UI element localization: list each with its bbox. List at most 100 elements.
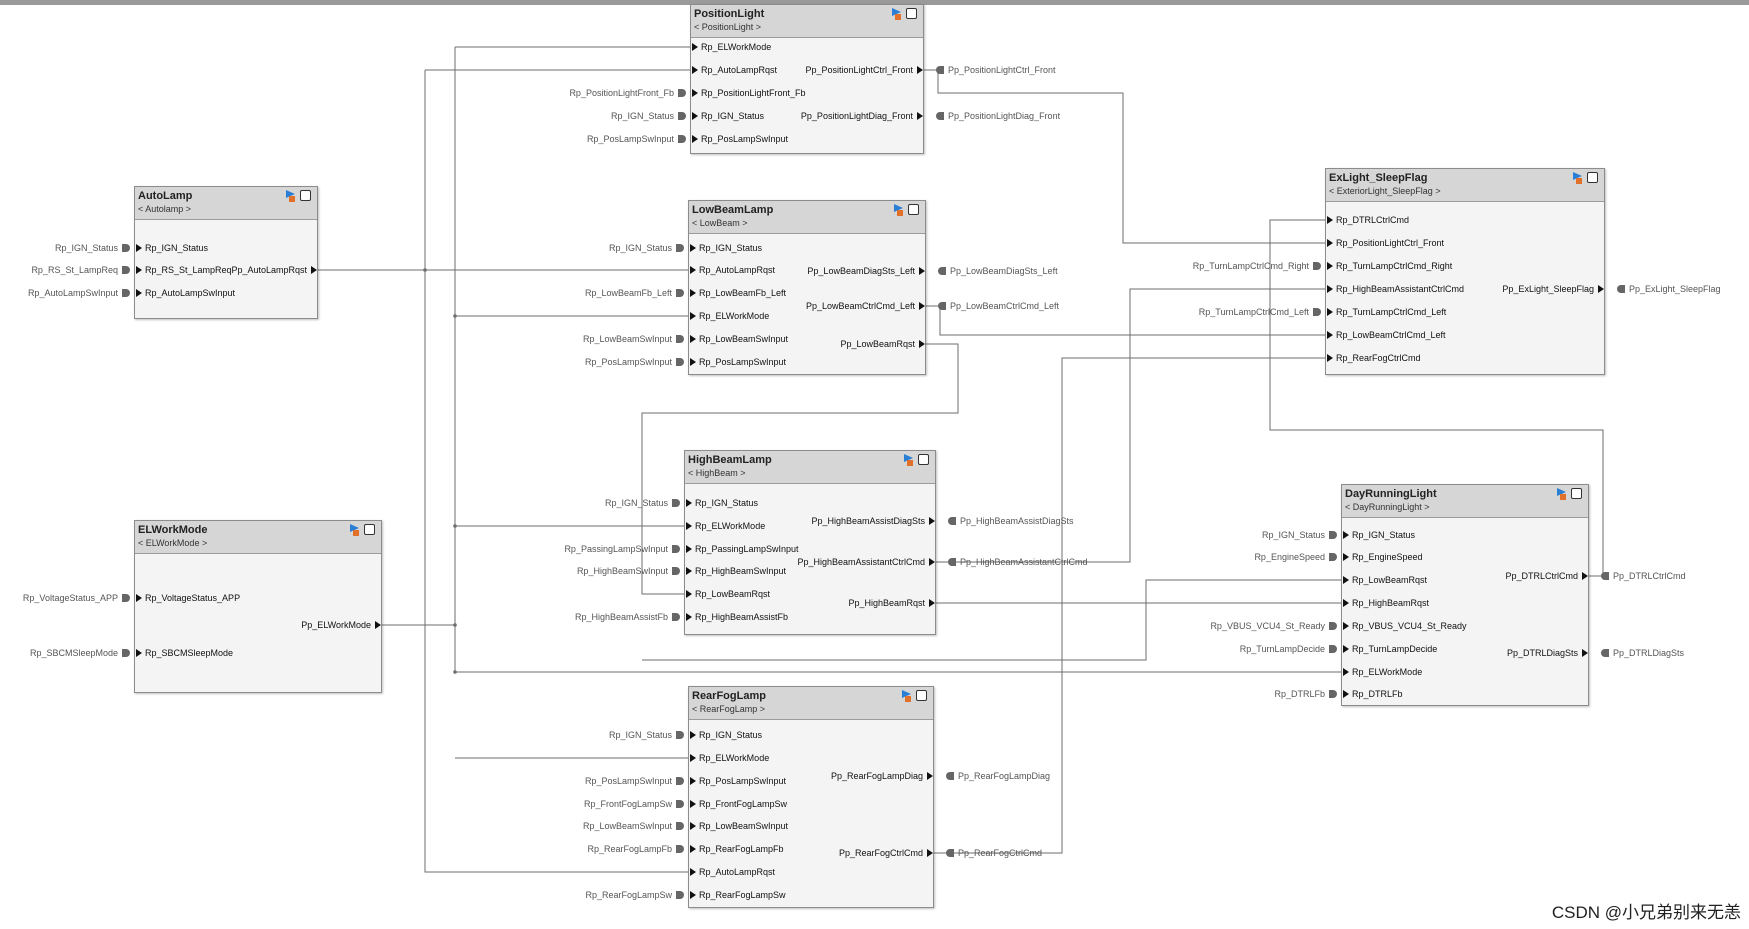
block-header: ELWorkMode< ELWorkMode > [135,521,381,554]
input-port[interactable]: Rp_AutoLampSwInput [134,287,235,299]
output-port[interactable]: Pp_PositionLightCtrl_Front [805,64,924,76]
block-subtitle: < LowBeam > [692,218,748,228]
output-port[interactable]: Pp_RearFogCtrlCmd [839,847,934,859]
open-block-icon[interactable] [300,190,311,201]
input-port[interactable]: Rp_AutoLampRqst [690,64,777,76]
input-port[interactable]: Rp_PosLampSwInput [690,133,788,145]
external-output-terminal: Pp_HighBeamAssistDiagSts [948,515,1074,527]
watermark: CSDN @小兄弟别来无恙 [1551,903,1741,922]
output-port[interactable]: Pp_AutoLampRqst [231,264,318,276]
input-port[interactable]: Rp_VoltageStatus_APP [134,592,240,604]
output-port[interactable]: Pp_HighBeamAssistDiagSts [811,515,936,527]
input-port[interactable]: Rp_HighBeamAssistantCtrlCmd [1325,283,1464,295]
block-highbeamlamp[interactable]: HighBeamLamp< HighBeam > [684,450,936,635]
connection-wire [642,579,1341,661]
input-port[interactable]: Rp_RS_St_LampReq [134,264,232,276]
input-port[interactable]: Rp_HighBeamAssistFb [684,611,788,623]
input-port[interactable]: Rp_PositionLightCtrl_Front [1325,237,1444,249]
external-output-terminal: Pp_HighBeamAssistantCtrlCmd [948,556,1088,568]
input-port[interactable]: Rp_VBUS_VCU4_St_Ready [1341,620,1467,632]
input-port[interactable]: Rp_RearFogLampSw [688,889,786,901]
input-port[interactable]: Rp_HighBeamSwInput [684,565,786,577]
block-title: AutoLamp [138,190,193,202]
input-port[interactable]: Rp_TurnLampDecide [1341,643,1437,655]
output-port[interactable]: Pp_LowBeamDiagSts_Left [807,265,926,277]
block-title: ELWorkMode [138,524,208,536]
input-port[interactable]: Rp_LowBeamSwInput [688,820,788,832]
input-port[interactable]: Rp_TurnLampCtrlCmd_Right [1325,260,1452,272]
component-type-icon [904,454,913,466]
external-input-terminal: Rp_PosLampSwInput [585,775,685,787]
component-type-icon [350,524,359,536]
input-port[interactable]: Rp_FrontFogLampSw [688,798,787,810]
input-port[interactable]: Rp_IGN_Status [688,242,762,254]
canvas-top-border [0,0,1749,5]
input-port[interactable]: Rp_IGN_Status [1341,529,1415,541]
block-positionlight[interactable]: PositionLight< PositionLight > [690,4,924,154]
input-port[interactable]: Rp_SBCMSleepMode [134,647,233,659]
input-port[interactable]: Rp_PosLampSwInput [688,356,786,368]
output-port[interactable]: Pp_ELWorkMode [301,619,382,631]
input-port[interactable]: Rp_AutoLampRqst [688,866,775,878]
open-block-icon[interactable] [1587,172,1598,183]
input-port[interactable]: Rp_EngineSpeed [1341,551,1423,563]
output-port[interactable]: Pp_PositionLightDiag_Front [801,110,924,122]
input-port[interactable]: Rp_TurnLampCtrlCmd_Left [1325,306,1446,318]
input-port[interactable]: Rp_PassingLampSwInput [684,543,799,555]
input-port[interactable]: Rp_LowBeamFb_Left [688,287,786,299]
output-port[interactable]: Pp_DTRLDiagSts [1507,647,1589,659]
input-port[interactable]: Rp_PositionLightFront_Fb [690,87,806,99]
block-exlight-sleepflag[interactable]: ExLight_SleepFlag< ExteriorLight_SleepFl… [1325,168,1605,375]
wire-junction [453,623,457,627]
input-port[interactable]: Rp_ELWorkMode [688,310,769,322]
block-lowbeamlamp[interactable]: LowBeamLamp< LowBeam > [688,200,926,375]
external-output-terminal: Pp_LowBeamCtrlCmd_Left [938,300,1059,312]
output-port[interactable]: Pp_LowBeamCtrlCmd_Left [806,300,926,312]
input-port[interactable]: Rp_DTRLFb [1341,688,1403,700]
open-block-icon[interactable] [918,454,929,465]
block-elworkmode[interactable]: ELWorkMode< ELWorkMode > [134,520,382,693]
open-block-icon[interactable] [906,8,917,19]
block-icons [894,204,922,218]
input-port[interactable]: Rp_ELWorkMode [684,520,765,532]
input-port[interactable]: Rp_PosLampSwInput [688,775,786,787]
external-input-terminal: Rp_TurnLampCtrlCmd_Right [1193,260,1322,272]
block-subtitle: < ExteriorLight_SleepFlag > [1329,186,1441,196]
block-title: DayRunningLight [1345,488,1437,500]
block-title: PositionLight [694,8,765,20]
block-dayrunninglight[interactable]: DayRunningLight< DayRunningLight > [1341,484,1589,706]
input-port[interactable]: Rp_LowBeamCtrlCmd_Left [1325,329,1446,341]
block-title: HighBeamLamp [688,454,772,466]
input-port[interactable]: Rp_RearFogLampFb [688,843,784,855]
output-port[interactable]: Pp_HighBeamRqst [848,597,936,609]
output-port[interactable]: Pp_LowBeamRqst [840,338,926,350]
external-input-terminal: Rp_DTRLFb [1274,688,1337,700]
block-header: LowBeamLamp< LowBeam > [689,201,925,234]
output-port[interactable]: Pp_ExLight_SleepFlag [1502,283,1605,295]
connection-wire [641,343,959,595]
output-port[interactable]: Pp_DTRLCtrlCmd [1505,570,1589,582]
open-block-icon[interactable] [908,204,919,215]
input-port[interactable]: Rp_LowBeamRqst [1341,574,1427,586]
input-port[interactable]: Rp_DTRLCtrlCmd [1325,214,1409,226]
input-port[interactable]: Rp_IGN_Status [688,729,762,741]
output-port[interactable]: Pp_HighBeamAssistantCtrlCmd [797,556,936,568]
input-port[interactable]: Rp_IGN_Status [684,497,758,509]
input-port[interactable]: Rp_LowBeamSwInput [688,333,788,345]
input-port[interactable]: Rp_LowBeamRqst [684,588,770,600]
block-autolamp[interactable]: AutoLamp< Autolamp > [134,186,318,319]
input-port[interactable]: Rp_IGN_Status [690,110,764,122]
input-port[interactable]: Rp_HighBeamRqst [1341,597,1429,609]
open-block-icon[interactable] [1571,488,1582,499]
external-input-terminal: Rp_VBUS_VCU4_St_Ready [1210,620,1337,632]
input-port[interactable]: Rp_AutoLampRqst [688,264,775,276]
input-port[interactable]: Rp_ELWorkMode [1341,666,1422,678]
input-port[interactable]: Rp_ELWorkMode [690,41,771,53]
input-port[interactable]: Rp_RearFogCtrlCmd [1325,352,1421,364]
open-block-icon[interactable] [916,690,927,701]
input-port[interactable]: Rp_IGN_Status [134,242,208,254]
output-port[interactable]: Pp_RearFogLampDiag [831,770,934,782]
block-rearfoglamp[interactable]: RearFogLamp< RearFogLamp > [688,686,934,908]
open-block-icon[interactable] [364,524,375,535]
input-port[interactable]: Rp_ELWorkMode [688,752,769,764]
